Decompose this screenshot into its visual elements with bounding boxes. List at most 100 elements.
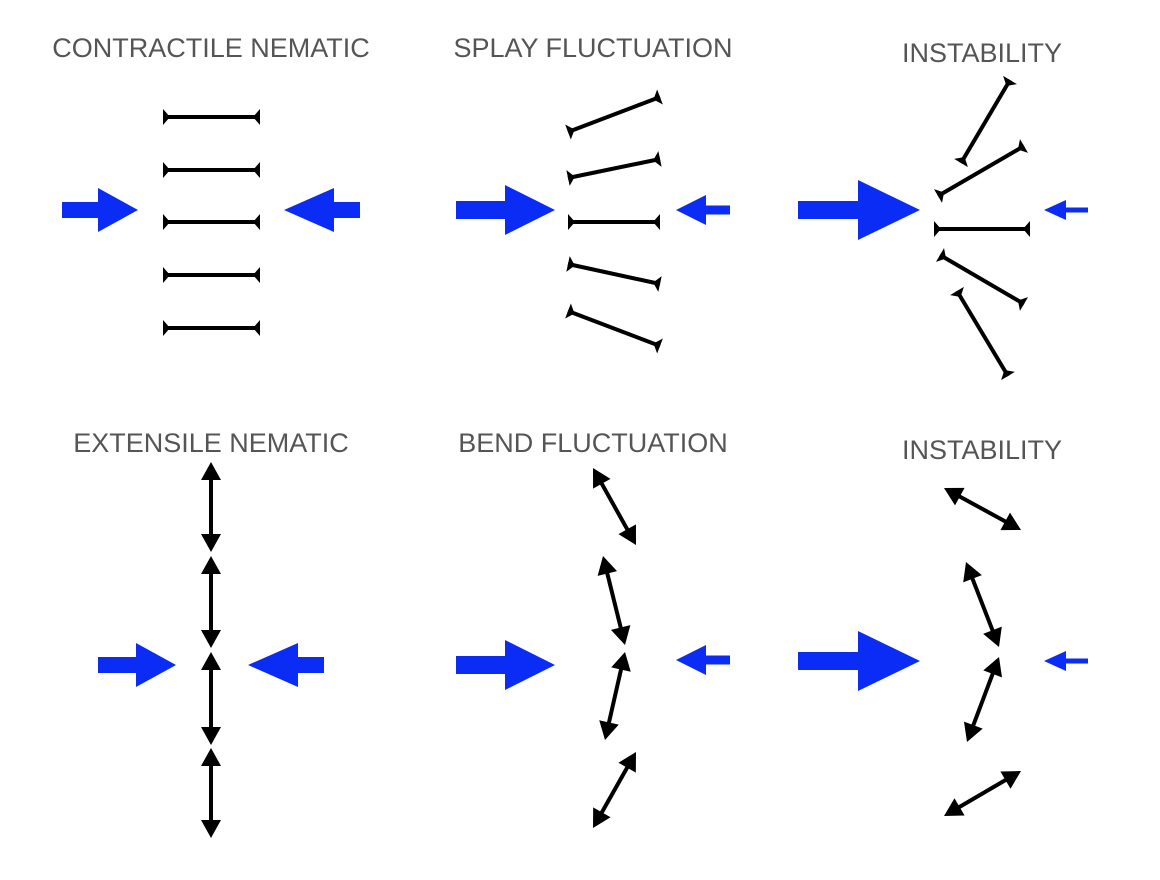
- instability-top-rod-2-cap-end: [1017, 139, 1029, 153]
- force-arrow-contractile-left: [62, 188, 138, 232]
- instability-top-rod-1-line: [959, 78, 1012, 165]
- instability-bottom-rod-3-line: [970, 669, 996, 730]
- force-arrow-instability-top-right: [1044, 200, 1088, 220]
- panel-title-extensile-nematic: EXTENSILE NEMATIC: [73, 428, 349, 458]
- instability-top-rod-1-cap-end: [1003, 75, 1017, 87]
- contractile-rod-4-cap-start: [163, 267, 170, 283]
- instability-top-rod-3-cap-start: [934, 221, 941, 237]
- bend-rod-1: [593, 468, 636, 545]
- instability-top-rod-2-line: [936, 144, 1026, 198]
- force-arrow-splay-left: [456, 185, 555, 235]
- splay-rod-5: [565, 303, 663, 354]
- contractile-rod-2-cap-start: [163, 162, 170, 178]
- extensile-rod-3-head-start: [201, 652, 221, 670]
- force-arrow-contractile-right: [284, 188, 360, 232]
- force-arrow-extensile-left: [98, 643, 176, 687]
- instability-bottom-rod-4: [944, 771, 1021, 816]
- splay-rod-3: [568, 214, 660, 230]
- bend-rod-3: [599, 652, 631, 740]
- contractile-rod-3-cap-start: [163, 214, 170, 230]
- splay-rod-5-cap-start: [565, 303, 575, 319]
- splay-rod-2-cap-end: [653, 151, 662, 167]
- instability-top-rod-5: [950, 286, 1015, 381]
- instability-bottom-rod-4-head-end: [944, 798, 965, 816]
- instability-bottom-rod-3-head-start: [983, 657, 1003, 678]
- contractile-rod-3-cap-end: [253, 214, 260, 230]
- instability-top-rod-1: [954, 75, 1017, 168]
- bend-rod-1-head-start: [593, 468, 611, 489]
- force-arrow-splay-right: [676, 195, 730, 225]
- splay-rod-2-line: [567, 157, 661, 180]
- instability-top-rod-4-cap-start: [935, 248, 947, 262]
- panel-title-instability-top: INSTABILITY: [902, 38, 1062, 68]
- extensile-rod-3-head-end: [201, 727, 221, 745]
- extensile-rod-3: [201, 652, 221, 745]
- bend-rod-3-line: [606, 665, 624, 727]
- bend-rod-2-line: [604, 569, 624, 632]
- bend-rod-4: [593, 752, 636, 828]
- instability-top-rod-5-line: [955, 289, 1010, 378]
- instability-bottom-rod-1-head-end: [1000, 512, 1021, 531]
- panel-title-instability-bottom: INSTABILITY: [902, 435, 1062, 465]
- force-arrow-instability-bottom-left: [798, 631, 920, 691]
- splay-rod-3-cap-start: [568, 214, 575, 230]
- force-arrow-extensile-right: [248, 643, 324, 687]
- contractile-rod-5: [163, 320, 260, 336]
- instability-bottom-rod-4-line: [955, 776, 1010, 811]
- instability-bottom-rod-4-head-start: [1000, 771, 1021, 789]
- splay-rod-1-line: [567, 95, 661, 134]
- extensile-rod-1-head-end: [201, 534, 221, 552]
- force-arrow-instability-top-left: [798, 180, 920, 240]
- extensile-rod-4-head-start: [201, 748, 221, 766]
- contractile-rod-3: [163, 214, 260, 230]
- bend-rod-2-head-start: [597, 556, 618, 576]
- bend-rod-3-head-end: [599, 720, 619, 740]
- extensile-rod-4-head-end: [201, 820, 221, 838]
- bend-rod-1-head-end: [618, 524, 636, 545]
- bend-rod-4-line: [598, 763, 631, 817]
- contractile-rod-1: [163, 109, 260, 125]
- splay-rod-5-line: [567, 309, 661, 348]
- contractile-rod-5-cap-start: [163, 320, 170, 336]
- instability-top-rod-5-cap-start: [950, 286, 964, 298]
- force-arrow-bend-left: [456, 640, 555, 690]
- bend-rod-1-line: [598, 479, 631, 534]
- instability-top-rod-2-cap-start: [933, 189, 945, 203]
- instability-top-rod-4-line: [938, 253, 1026, 306]
- instability-top-rod-4-cap-end: [1017, 297, 1029, 311]
- contractile-rod-5-cap-end: [253, 320, 260, 336]
- instability-bottom-rod-3: [963, 657, 1003, 742]
- instability-bottom-rod-1-head-start: [944, 487, 965, 506]
- extensile-rod-2-head-end: [201, 630, 221, 648]
- instability-bottom-rod-1-line: [955, 493, 1010, 525]
- instability-bottom-rod-1: [944, 487, 1021, 531]
- splay-rod-4: [566, 256, 662, 292]
- instability-top-rod-3: [934, 221, 1030, 237]
- panel-title-bend-fluctuation: BEND FLUCTUATION: [458, 428, 728, 458]
- splay-rod-2: [566, 151, 662, 186]
- forces-layer: [62, 180, 1088, 691]
- splay-rod-4-line: [567, 262, 661, 286]
- contractile-rod-2: [163, 162, 260, 178]
- instability-bottom-rod-3-head-end: [963, 721, 983, 742]
- splay-rod-4-cap-end: [653, 276, 662, 292]
- contractile-rod-4: [163, 267, 260, 283]
- splay-rod-1-cap-end: [653, 89, 663, 105]
- bend-rod-4-head-start: [618, 752, 636, 773]
- instability-bottom-rod-2-head-start: [963, 562, 982, 583]
- contractile-rod-1-cap-start: [163, 109, 170, 125]
- instability-bottom-rod-2-line: [969, 574, 996, 635]
- instability-top-rod-5-cap-end: [1001, 369, 1015, 381]
- panel-title-splay-fluctuation: SPLAY FLUCTUATION: [453, 33, 732, 63]
- contractile-rod-4-cap-end: [253, 267, 260, 283]
- instability-top-rod-4: [935, 248, 1029, 311]
- splay-rod-1-cap-start: [565, 124, 575, 140]
- bend-rod-4-head-end: [593, 807, 611, 828]
- splay-rod-2-cap-start: [566, 170, 575, 186]
- instability-top-rod-3-cap-end: [1023, 221, 1030, 237]
- extensile-rod-4: [201, 748, 221, 838]
- bend-rod-2-head-end: [610, 625, 631, 645]
- extensile-rod-1-head-start: [201, 462, 221, 480]
- splay-rod-1: [565, 89, 663, 140]
- force-arrow-bend-right: [676, 645, 730, 675]
